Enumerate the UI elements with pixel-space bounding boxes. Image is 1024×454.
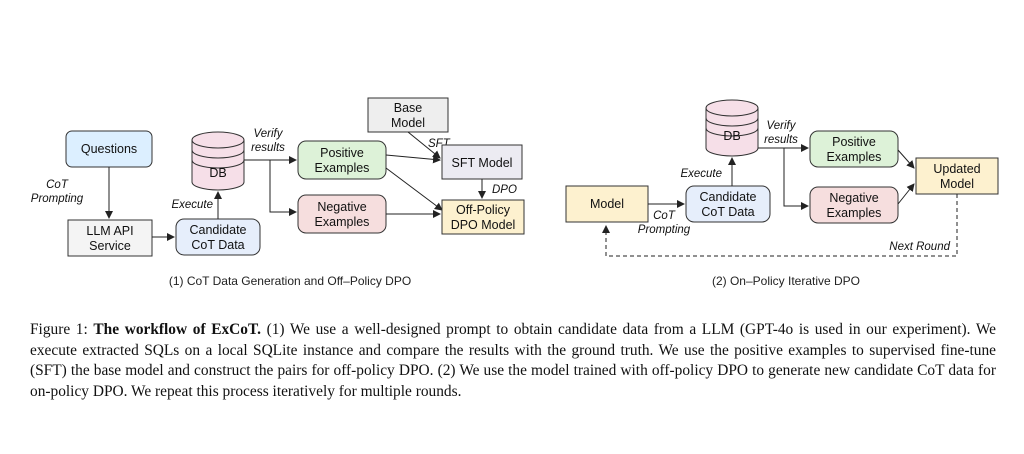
caption-prefix: Figure 1: <box>30 321 94 338</box>
execute-label: Execute <box>171 199 213 211</box>
cot-prompting-label-2: Prompting <box>31 193 84 205</box>
negative-label-left-1: Negative <box>317 200 366 214</box>
db-label-right: DB <box>723 129 740 143</box>
workflow-diagram: Questions CoT Prompting LLM API Service … <box>31 97 999 288</box>
candidate-box-right <box>685 185 771 223</box>
updated-label-1: Updated <box>933 162 980 176</box>
execute-right: Execute <box>680 168 722 180</box>
arrow-db-branch <box>244 159 297 216</box>
offpolicy-box <box>441 199 525 235</box>
llm-api-box <box>67 219 153 257</box>
candidate-label-1: Candidate <box>190 223 247 237</box>
arrow-positive-updated <box>897 149 915 169</box>
negative-right-2: Examples <box>827 206 882 220</box>
negative-label-left-2: Examples <box>315 215 370 229</box>
arrow-positive-offpolicy <box>385 167 443 211</box>
updated-model-box <box>915 157 999 195</box>
positive-label-left-1: Positive <box>320 146 364 160</box>
base-model-label-2: Model <box>391 116 425 130</box>
verify-label-2: results <box>251 142 285 154</box>
cot-prompting-label-1: CoT <box>46 179 69 191</box>
offpolicy-label-2: DPO Model <box>451 218 516 232</box>
model-box-right <box>565 185 649 223</box>
questions-label: Questions <box>81 142 137 156</box>
candidate-right-2: CoT Data <box>701 205 754 219</box>
dpo-label: DPO <box>492 184 517 196</box>
arrow-base-sft <box>407 131 441 159</box>
offpolicy-label-1: Off-Policy <box>456 203 511 217</box>
sft-model-box <box>441 144 523 180</box>
base-model-label-1: Base <box>394 101 423 115</box>
positive-right-2: Examples <box>827 150 882 164</box>
db-label-left: DB <box>209 166 226 180</box>
positive-box-left <box>297 140 387 180</box>
updated-label-2: Model <box>940 177 974 191</box>
next-round-label: Next Round <box>889 241 950 253</box>
llm-api-label-1: LLM API <box>86 224 133 238</box>
candidate-label-2: CoT Data <box>191 238 244 252</box>
candidate-right-1: Candidate <box>700 190 757 204</box>
caption-title: The workflow of ExCoT. <box>93 321 261 338</box>
cot-prompting-right-2: Prompting <box>638 224 691 236</box>
positive-box-right <box>809 130 899 168</box>
verify-right-2: results <box>764 134 798 146</box>
negative-box-right <box>809 186 899 224</box>
left-subtitle: (1) CoT Data Generation and Off–Policy D… <box>169 274 411 288</box>
sft-model-label: SFT Model <box>452 156 513 170</box>
next-round-loop <box>602 194 958 257</box>
negative-right-1: Negative <box>829 191 878 205</box>
caption-body: (1) We use a well-designed prompt to obt… <box>30 321 996 400</box>
db-cylinder-right <box>705 99 759 157</box>
arrow-positive-sft <box>385 154 441 164</box>
arrow-db-branch-right <box>758 147 809 210</box>
figure-caption: Figure 1: The workflow of ExCoT. (1) We … <box>30 320 996 402</box>
model-right-label: Model <box>590 197 624 211</box>
arrow-negative-updated <box>897 183 915 205</box>
cot-prompting-right-1: CoT <box>653 210 676 222</box>
verify-right-1: Verify <box>767 120 797 132</box>
db-cylinder-left <box>191 131 245 191</box>
verify-label-1: Verify <box>254 128 284 140</box>
right-subtitle: (2) On–Policy Iterative DPO <box>712 274 860 288</box>
positive-label-left-2: Examples <box>315 161 370 175</box>
llm-api-label-2: Service <box>89 239 131 253</box>
positive-right-1: Positive <box>832 135 876 149</box>
